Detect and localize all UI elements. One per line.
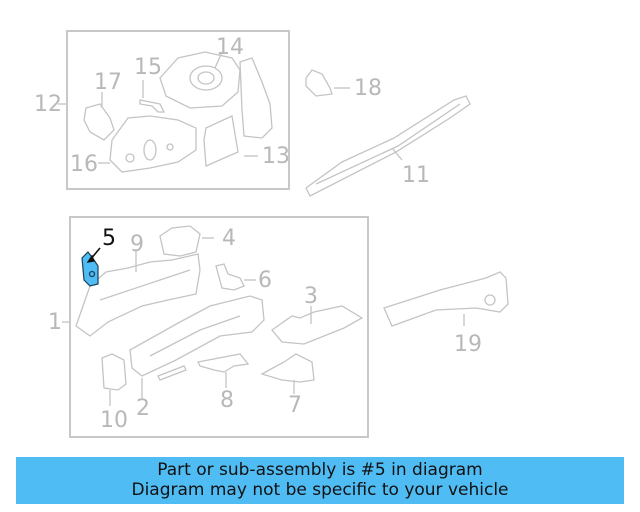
callout-19: 19: [454, 332, 482, 357]
callout-14: 14: [216, 35, 244, 60]
banner-disclaimer-line: Diagram may not be specific to your vehi…: [131, 480, 509, 500]
callout-5-highlighted[interactable]: 5: [102, 226, 116, 251]
callout-7: 7: [288, 393, 302, 418]
callout-6: 6: [258, 268, 272, 293]
info-banner: Part or sub-assembly is #5 in diagram Di…: [16, 457, 624, 504]
callout-12: 12: [34, 92, 62, 117]
callout-1: 1: [48, 310, 62, 335]
callout-15: 15: [134, 55, 162, 80]
callout-13: 13: [262, 144, 290, 169]
parts-diagram: 12 17 15 14 16 13 18 11 5 9 4 6 3 1 19 2…: [34, 30, 509, 438]
parts-illustration: [58, 51, 509, 406]
callout-3: 3: [304, 284, 318, 309]
callout-2: 2: [136, 396, 150, 421]
callout-16: 16: [70, 152, 98, 177]
callout-11: 11: [402, 163, 430, 188]
callout-17: 17: [94, 70, 122, 95]
callout-10: 10: [100, 408, 128, 433]
callout-4: 4: [222, 226, 236, 251]
upper-group-box: [66, 30, 290, 190]
callout-9: 9: [130, 232, 144, 257]
lower-group-box: [69, 216, 369, 438]
banner-part-line: Part or sub-assembly is #5 in diagram: [157, 460, 483, 480]
callout-8: 8: [220, 388, 234, 413]
highlighted-part-5: [81, 251, 99, 287]
callout-18: 18: [354, 76, 382, 101]
